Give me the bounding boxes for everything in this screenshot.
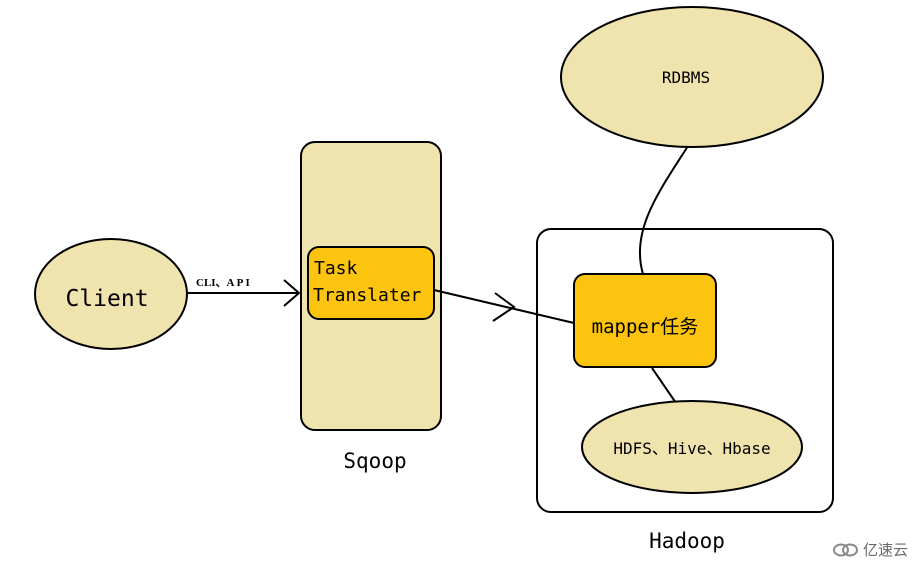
sqoop-label: Sqoop: [343, 449, 406, 473]
task-translater-label-line1: Task: [314, 258, 358, 279]
storage-node: [581, 400, 803, 494]
hadoop-label: Hadoop: [649, 529, 725, 553]
client-node: [34, 238, 188, 350]
client-to-sqoop-arrowhead: [283, 279, 301, 307]
task-to-mapper-arrow-line: [433, 289, 575, 324]
client-to-sqoop-label: CLI、A P I: [196, 277, 250, 289]
task-to-mapper-arrowhead: [492, 292, 516, 322]
rdbms-to-mapper-connector: [638, 145, 689, 275]
storage-label: HDFS、Hive、Hbase: [613, 439, 770, 458]
mapper-to-storage-connector: [651, 367, 677, 404]
mapper-label: mapper任务: [592, 316, 699, 338]
rdbms-label: RDBMS: [662, 68, 710, 87]
cloud-logo-icon: [832, 543, 858, 556]
task-translater-box: [307, 246, 435, 320]
client-label: Client: [65, 286, 148, 312]
task-translater-label-line2: Translater: [313, 285, 422, 306]
mapper-box: [573, 273, 717, 368]
watermark: 亿速云: [832, 539, 908, 560]
rdbms-node: [560, 6, 824, 148]
watermark-text: 亿速云: [862, 541, 908, 559]
